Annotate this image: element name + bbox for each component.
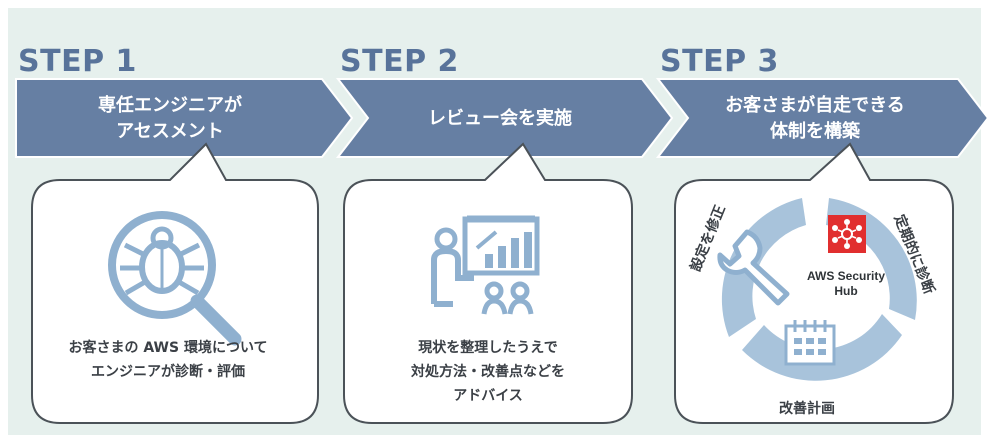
cycle-label-improvement-plan: 改善計画 <box>779 400 835 417</box>
step-3-arrow <box>655 78 989 158</box>
step-1-arrow <box>15 78 354 158</box>
step-1-arrow-line-2: アセスメント <box>116 121 224 142</box>
step-1-description-line-2: エンジニアが診断・評価 <box>91 363 245 380</box>
aws-security-hub-icon <box>828 215 866 253</box>
wrench-icon <box>717 229 790 306</box>
aws-security-hub-line-2: Hub <box>834 284 857 298</box>
calendar-icon <box>784 320 836 366</box>
step-2-description-line-2: 対処方法・改善点などを <box>410 363 565 380</box>
aws-security-hub-line-1: AWS Security <box>807 269 885 283</box>
step-2-description-line-1: 現状を整理したうえで <box>418 339 558 356</box>
step-1-title: STEP 1 <box>18 44 137 79</box>
step-2-arrow-line-1: レビュー会を実施 <box>428 107 572 129</box>
bottom-cycle-segment <box>742 314 902 381</box>
step-2-speech-bubble <box>343 142 633 424</box>
step-3-title: STEP 3 <box>660 44 779 79</box>
step-2-arrow <box>335 78 674 158</box>
step-2-description-line-3: アドバイス <box>453 388 523 404</box>
presentation-chart-icon <box>431 215 540 315</box>
improvement-cycle-icon: AWS Security Hub 設定を修正 定期的に診断 改善計画 <box>687 198 938 417</box>
step-1-description-line-1: お客さまの AWS 環境について <box>68 339 267 356</box>
step-1-arrow-line-1: 専任エンジニアが <box>98 94 242 116</box>
magnifier-bug-icon <box>108 211 242 346</box>
step-3-arrow-line-1: お客さまが自走できる <box>725 94 905 116</box>
left-cycle-segment <box>721 198 806 337</box>
step-2-title: STEP 2 <box>340 44 459 79</box>
step-3-arrow-line-2: 体制を構築 <box>770 120 861 142</box>
